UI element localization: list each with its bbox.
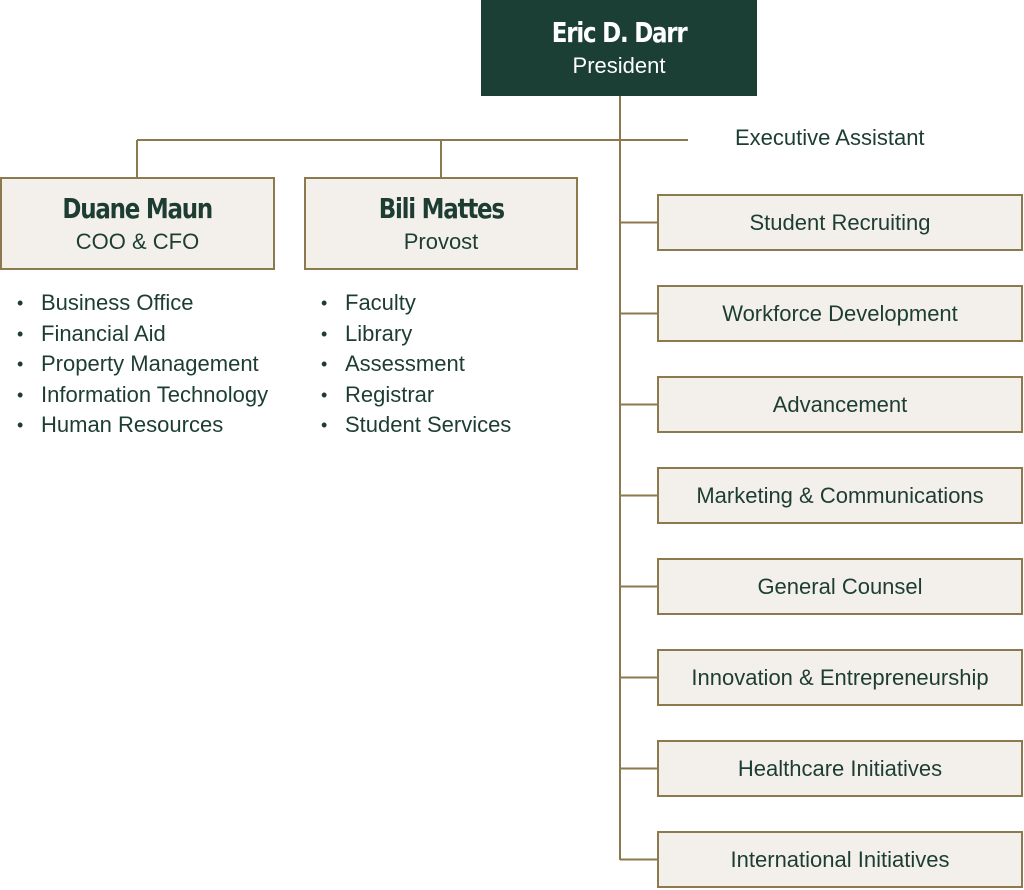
bullet-icon: • [17,354,24,374]
box-general-counsel: General Counsel [657,558,1023,615]
coo-name: Duane Maun [62,191,214,225]
department-label: Property Management [41,351,259,376]
list-item: • Registrar [305,380,511,411]
executive-assistant-label: Executive Assistant [735,125,925,150]
bullet-icon: • [17,323,24,344]
provost-name: Bili Mattes [378,191,504,225]
department-label: Registrar [345,381,435,407]
president-name: Eric D. Darr [551,16,688,49]
box-student-recruiting: Student Recruiting [657,194,1023,251]
bullet-icon: • [321,415,328,435]
box-workforce-development: Workforce Development [657,285,1023,342]
coo-box: Duane Maun COO & CFO [0,177,275,270]
department-label: Library [345,320,413,346]
department-label: Student Services [345,412,512,437]
list-item: • Human Resources [1,410,268,441]
list-item: • Assessment [305,349,511,380]
bullet-icon: • [17,415,24,435]
department-label: Assessment [345,351,465,376]
list-item: • Business Office [1,288,268,319]
box-healthcare-initiatives: Healthcare Initiatives [657,740,1023,797]
department-label: Financial Aid [41,320,166,346]
provost-department-list: • Faculty • Library • Assessment • Registrar… [305,288,511,441]
president-box: Eric D. Darr President [481,0,757,96]
box-marketing-communications: Marketing & Communications [657,467,1023,524]
coo-title: COO & CFO [75,228,200,254]
coo-department-list: • Business Office • Financial Aid • Propert… [1,288,268,441]
president-title: President [572,53,666,78]
list-item: • Library [305,319,511,350]
department-label: Faculty [345,290,416,315]
box-international-initiatives: International Initiatives [657,831,1023,888]
bullet-icon: • [321,354,328,374]
bullet-icon: • [17,293,24,313]
bullet-icon: • [17,384,24,405]
list-item: • Financial Aid [1,319,268,350]
list-item: • Property Management [1,349,268,380]
list-item: • Faculty [305,288,511,319]
box-innovation-entrepreneurship: Innovation & Entrepreneurship [657,649,1023,706]
bullet-icon: • [321,293,328,313]
department-label: Business Office [41,290,194,315]
bullet-icon: • [321,384,328,405]
box-advancement: Advancement [657,376,1023,433]
list-item: • Student Services [305,410,511,441]
provost-box: Bili Mattes Provost [304,177,578,270]
department-label: Human Resources [41,412,224,437]
provost-title: Provost [403,228,479,254]
department-label: Information Technology [41,381,269,407]
list-item: • Information Technology [1,380,268,411]
bullet-icon: • [321,323,328,344]
